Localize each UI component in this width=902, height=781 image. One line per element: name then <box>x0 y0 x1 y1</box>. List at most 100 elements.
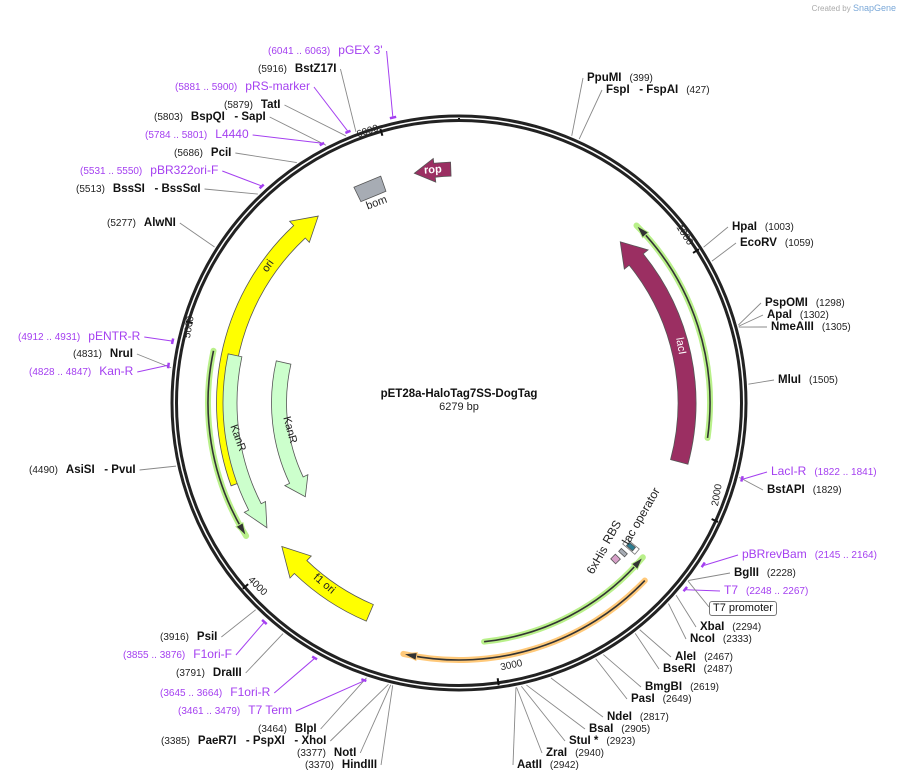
primer-leader-line <box>742 471 768 480</box>
orf-arrow-insert[interactable] <box>409 580 646 661</box>
restriction-site-label[interactable]: MluI(1505) <box>778 373 838 386</box>
snapgene-logo: SnapGene <box>852 3 896 13</box>
feature-f1-ori[interactable] <box>281 545 374 622</box>
restriction-site-label[interactable]: (4831)NruI <box>73 347 133 360</box>
feature-kanr[interactable] <box>271 360 309 498</box>
site-leader-line <box>571 77 584 136</box>
restriction-site-label[interactable]: (5513)BssSI - BssSαI <box>76 182 201 195</box>
primer-label[interactable]: T7(2248 .. 2267) <box>724 584 808 597</box>
site-position: (2467) <box>704 652 733 663</box>
restriction-site-label[interactable]: FspI - FspAI(427) <box>606 83 710 96</box>
feature-kanr[interactable] <box>222 353 268 529</box>
restriction-site-label[interactable]: HpaI(1003) <box>732 220 794 233</box>
restriction-site-label[interactable]: XbaI(2294) <box>700 620 761 633</box>
enzyme-name: AlwNI <box>143 217 176 229</box>
restriction-site-label[interactable]: BseRI(2487) <box>663 662 733 675</box>
restriction-site-label[interactable]: (3385)PaeR7I - PspXI - XhoI <box>161 734 326 747</box>
site-leader-line <box>359 684 392 754</box>
site-leader-line <box>738 314 764 327</box>
enzyme-name: PsiI <box>196 631 218 643</box>
feature-lac-operator[interactable] <box>625 541 637 552</box>
ruler-tick <box>692 248 700 254</box>
primer-binding-mark[interactable] <box>360 678 367 683</box>
primer-binding-mark[interactable] <box>319 141 325 147</box>
restriction-site-label[interactable]: PasI(2649) <box>631 692 692 705</box>
primer-label[interactable]: (3461 .. 3479)T7 Term <box>178 704 292 717</box>
restriction-site-label[interactable]: BglII(2228) <box>734 566 796 579</box>
enzyme-name: BsaI <box>589 723 614 735</box>
created-by-credit[interactable]: Created by SnapGene <box>812 3 896 13</box>
primer-binding-mark[interactable] <box>740 475 744 482</box>
primer-binding-mark[interactable] <box>700 561 706 568</box>
restriction-site-label[interactable]: (5803)BspQI - SapI <box>154 110 266 123</box>
restriction-site-label[interactable]: (5277)AlwNI <box>107 216 176 229</box>
primer-label[interactable]: (3855 .. 3876)F1ori-F <box>123 648 232 661</box>
restriction-site-label[interactable]: ApaI(1302) <box>767 308 829 321</box>
feature-label: rop <box>423 163 443 177</box>
feature-laci[interactable] <box>619 241 697 465</box>
feature-rop[interactable] <box>413 157 452 183</box>
restriction-site-label[interactable]: EcoRV(1059) <box>740 236 814 249</box>
primer-binding-mark[interactable] <box>389 115 397 120</box>
restriction-site-label[interactable]: PpuMI(399) <box>587 71 653 84</box>
feature-rbs[interactable] <box>618 547 628 558</box>
primer-binding-mark[interactable] <box>682 586 689 593</box>
site-leader-line <box>675 595 697 628</box>
primer-label[interactable]: (5531 .. 5550)pBR322ori-F <box>80 164 218 177</box>
primer-label[interactable]: (5881 .. 5900)pRS-marker <box>175 80 310 93</box>
restriction-site-label[interactable]: (3370)HindIII <box>305 758 377 771</box>
primer-leader-line <box>252 134 322 144</box>
restriction-site-label[interactable]: (3791)DraIII <box>176 666 242 679</box>
site-position: (2487) <box>703 664 733 675</box>
restriction-site-label[interactable]: (5879)TatI <box>224 98 281 111</box>
restriction-site-label[interactable]: (5916)BstZ17I <box>258 62 336 75</box>
restriction-site-label[interactable]: PspOMI(1298) <box>765 296 845 309</box>
primer-label[interactable]: (3645 .. 3664)F1ori-R <box>160 686 270 699</box>
restriction-site-label[interactable]: StuI *(2923) <box>569 734 635 747</box>
orf-arrow-kanR-region[interactable] <box>207 350 244 531</box>
restriction-site-label[interactable]: NdeI(2817) <box>607 710 669 723</box>
feature-bom[interactable] <box>353 175 387 203</box>
primer-binding-mark[interactable] <box>261 619 268 625</box>
orf-arrow-insert-reverse[interactable] <box>484 561 640 643</box>
restriction-site-label[interactable]: (4490)AsiSI - PvuI <box>29 463 136 476</box>
primer-binding-mark[interactable] <box>344 129 351 135</box>
orf-arrow-lacI-region[interactable] <box>640 229 711 439</box>
restriction-site-label[interactable]: (3464)BlpI <box>258 722 317 735</box>
primer-label[interactable]: (5784 .. 5801)L4440 <box>145 128 249 141</box>
restriction-site-label[interactable]: ZraI(2940) <box>546 746 604 759</box>
ruler-tick <box>185 320 193 325</box>
site-position: (3916) <box>160 632 189 643</box>
primer-label[interactable]: (6041 .. 6063)pGEX 3' <box>268 44 383 57</box>
restriction-site-label[interactable]: NmeAIII(1305) <box>771 320 851 333</box>
ruler-tick-label: 3000 <box>499 658 523 673</box>
primer-label[interactable]: (4912 .. 4931)pENTR-R <box>18 330 140 343</box>
restriction-site-label[interactable]: BmgBI(2619) <box>645 680 719 693</box>
restriction-site-label[interactable]: (3916) PsiI <box>160 630 218 643</box>
primer-label[interactable]: (4828 .. 4847)Kan-R <box>29 365 133 378</box>
primer-binding-mark[interactable] <box>170 338 175 345</box>
primer-label[interactable]: pBRrevBam(2145 .. 2164) <box>742 548 877 561</box>
restriction-site-label[interactable]: NcoI(2333) <box>690 632 752 645</box>
ruler-tick-label: 4000 <box>246 575 270 599</box>
restriction-site-label[interactable]: BsaI(2905) <box>589 722 650 735</box>
enzyme-name: DraIII <box>212 667 242 679</box>
primer-name: LacI-R <box>771 464 807 478</box>
restriction-site-label[interactable]: AatII(2942) <box>517 758 579 771</box>
site-leader-line <box>221 609 256 638</box>
site-position: (4831) <box>73 349 102 360</box>
primer-range: (6041 .. 6063) <box>268 46 331 57</box>
primer-binding-mark[interactable] <box>258 183 265 190</box>
primer-binding-mark[interactable] <box>311 655 318 661</box>
restriction-site-label[interactable]: AleI(2467) <box>675 650 733 663</box>
restriction-site-label[interactable]: (5686)PciI <box>174 146 231 159</box>
enzyme-name: HpaI <box>732 221 757 233</box>
t7-promoter-label[interactable]: T7 promoter <box>709 601 777 616</box>
primer-range: (2145 .. 2164) <box>814 550 877 561</box>
restriction-site-label[interactable]: (3377)NotI <box>297 746 356 759</box>
primer-label[interactable]: LacI-R(1822 .. 1841) <box>771 464 877 478</box>
restriction-site-label[interactable]: BstAPI(1829) <box>767 483 842 496</box>
site-leader-line <box>688 572 731 581</box>
feature-6xhis[interactable] <box>610 553 621 565</box>
primer-binding-mark[interactable] <box>166 362 171 369</box>
